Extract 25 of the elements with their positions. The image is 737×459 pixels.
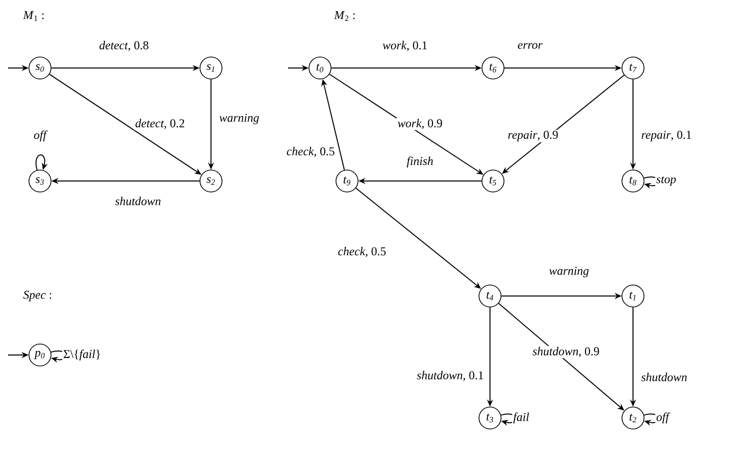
edge-label: error [516,42,544,50]
edge-label: work, 0.9 [396,118,444,130]
edge-label: warning [548,266,590,278]
edge-label: shutdown [640,372,688,382]
edge-label: detect, 0.2 [134,118,186,130]
arrow [36,154,48,170]
edge-label: shutdown, 0.9 [532,346,600,358]
edge-label: detect, 0.8 [98,40,150,52]
edge-label: Σ\{fail} [62,348,102,362]
automaton-title: M$_{1}$ : [23,11,44,21]
edge-label: repair, 0.9 [506,130,560,142]
edge-label: work, 0.1 [382,40,428,52]
edge-label: stop [655,175,678,187]
edge-label: fail [512,412,530,424]
edge-label: repair, 0.1 [640,130,693,142]
edge-label: shutdown [114,196,162,206]
edge-label: check, 0.5 [336,246,388,258]
edge-label: off [655,412,670,424]
edge-label: finish [406,156,434,168]
automaton-title: M$_{2}$ : [334,11,355,21]
edge-label: shutdown, 0.1 [416,370,485,382]
edge-label: check, 0.5 [286,146,336,158]
edge-label: off [32,130,48,142]
edge-label: warning [218,112,260,126]
automaton-title: Spec : [23,290,52,302]
